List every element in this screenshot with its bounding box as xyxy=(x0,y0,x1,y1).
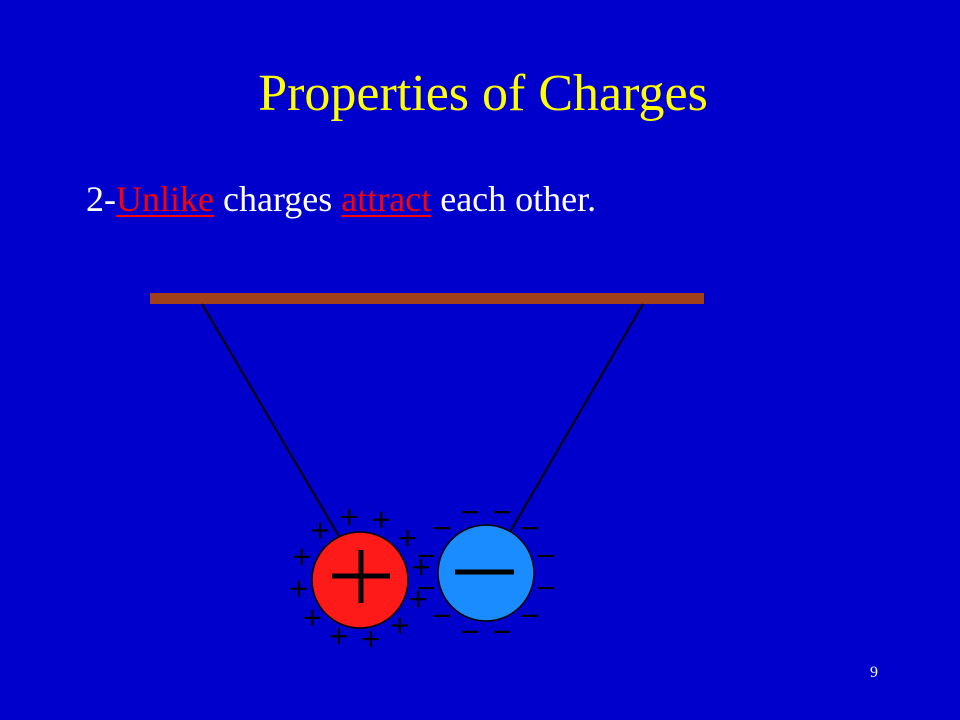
bullet-middle: charges xyxy=(213,179,342,219)
positive-sphere-icon xyxy=(290,508,430,648)
page-number: 9 xyxy=(870,664,878,681)
string-icon xyxy=(509,303,644,533)
emphasis-word-attract: attract xyxy=(341,179,432,219)
bullet-prefix: 2- xyxy=(86,179,116,219)
bullet-text: 2-Unlike charges attract each other. xyxy=(86,176,596,222)
negative-sphere-icon xyxy=(418,511,554,633)
plus-symbol xyxy=(332,550,390,603)
plus-sign xyxy=(341,508,358,525)
plus-sign xyxy=(293,548,310,565)
plus-sign xyxy=(399,530,416,547)
plus-sign xyxy=(330,628,347,645)
plus-sign xyxy=(391,617,408,634)
plus-sign xyxy=(413,559,430,576)
plus-sign xyxy=(373,511,390,528)
plus-sign xyxy=(362,631,379,648)
plus-sign xyxy=(410,591,427,608)
plus-sign xyxy=(312,522,329,539)
bar-support-icon xyxy=(150,293,704,304)
plus-sign xyxy=(304,609,321,626)
bullet-suffix: each other. xyxy=(431,179,597,219)
surrounding-plus-signs xyxy=(290,508,430,648)
string-icon xyxy=(201,303,341,539)
plus-sign xyxy=(290,580,307,597)
emphasis-word-unlike: Unlike xyxy=(116,179,214,219)
surrounding-minus-signs xyxy=(418,511,554,633)
page-title: Properties of Charges xyxy=(258,65,708,122)
